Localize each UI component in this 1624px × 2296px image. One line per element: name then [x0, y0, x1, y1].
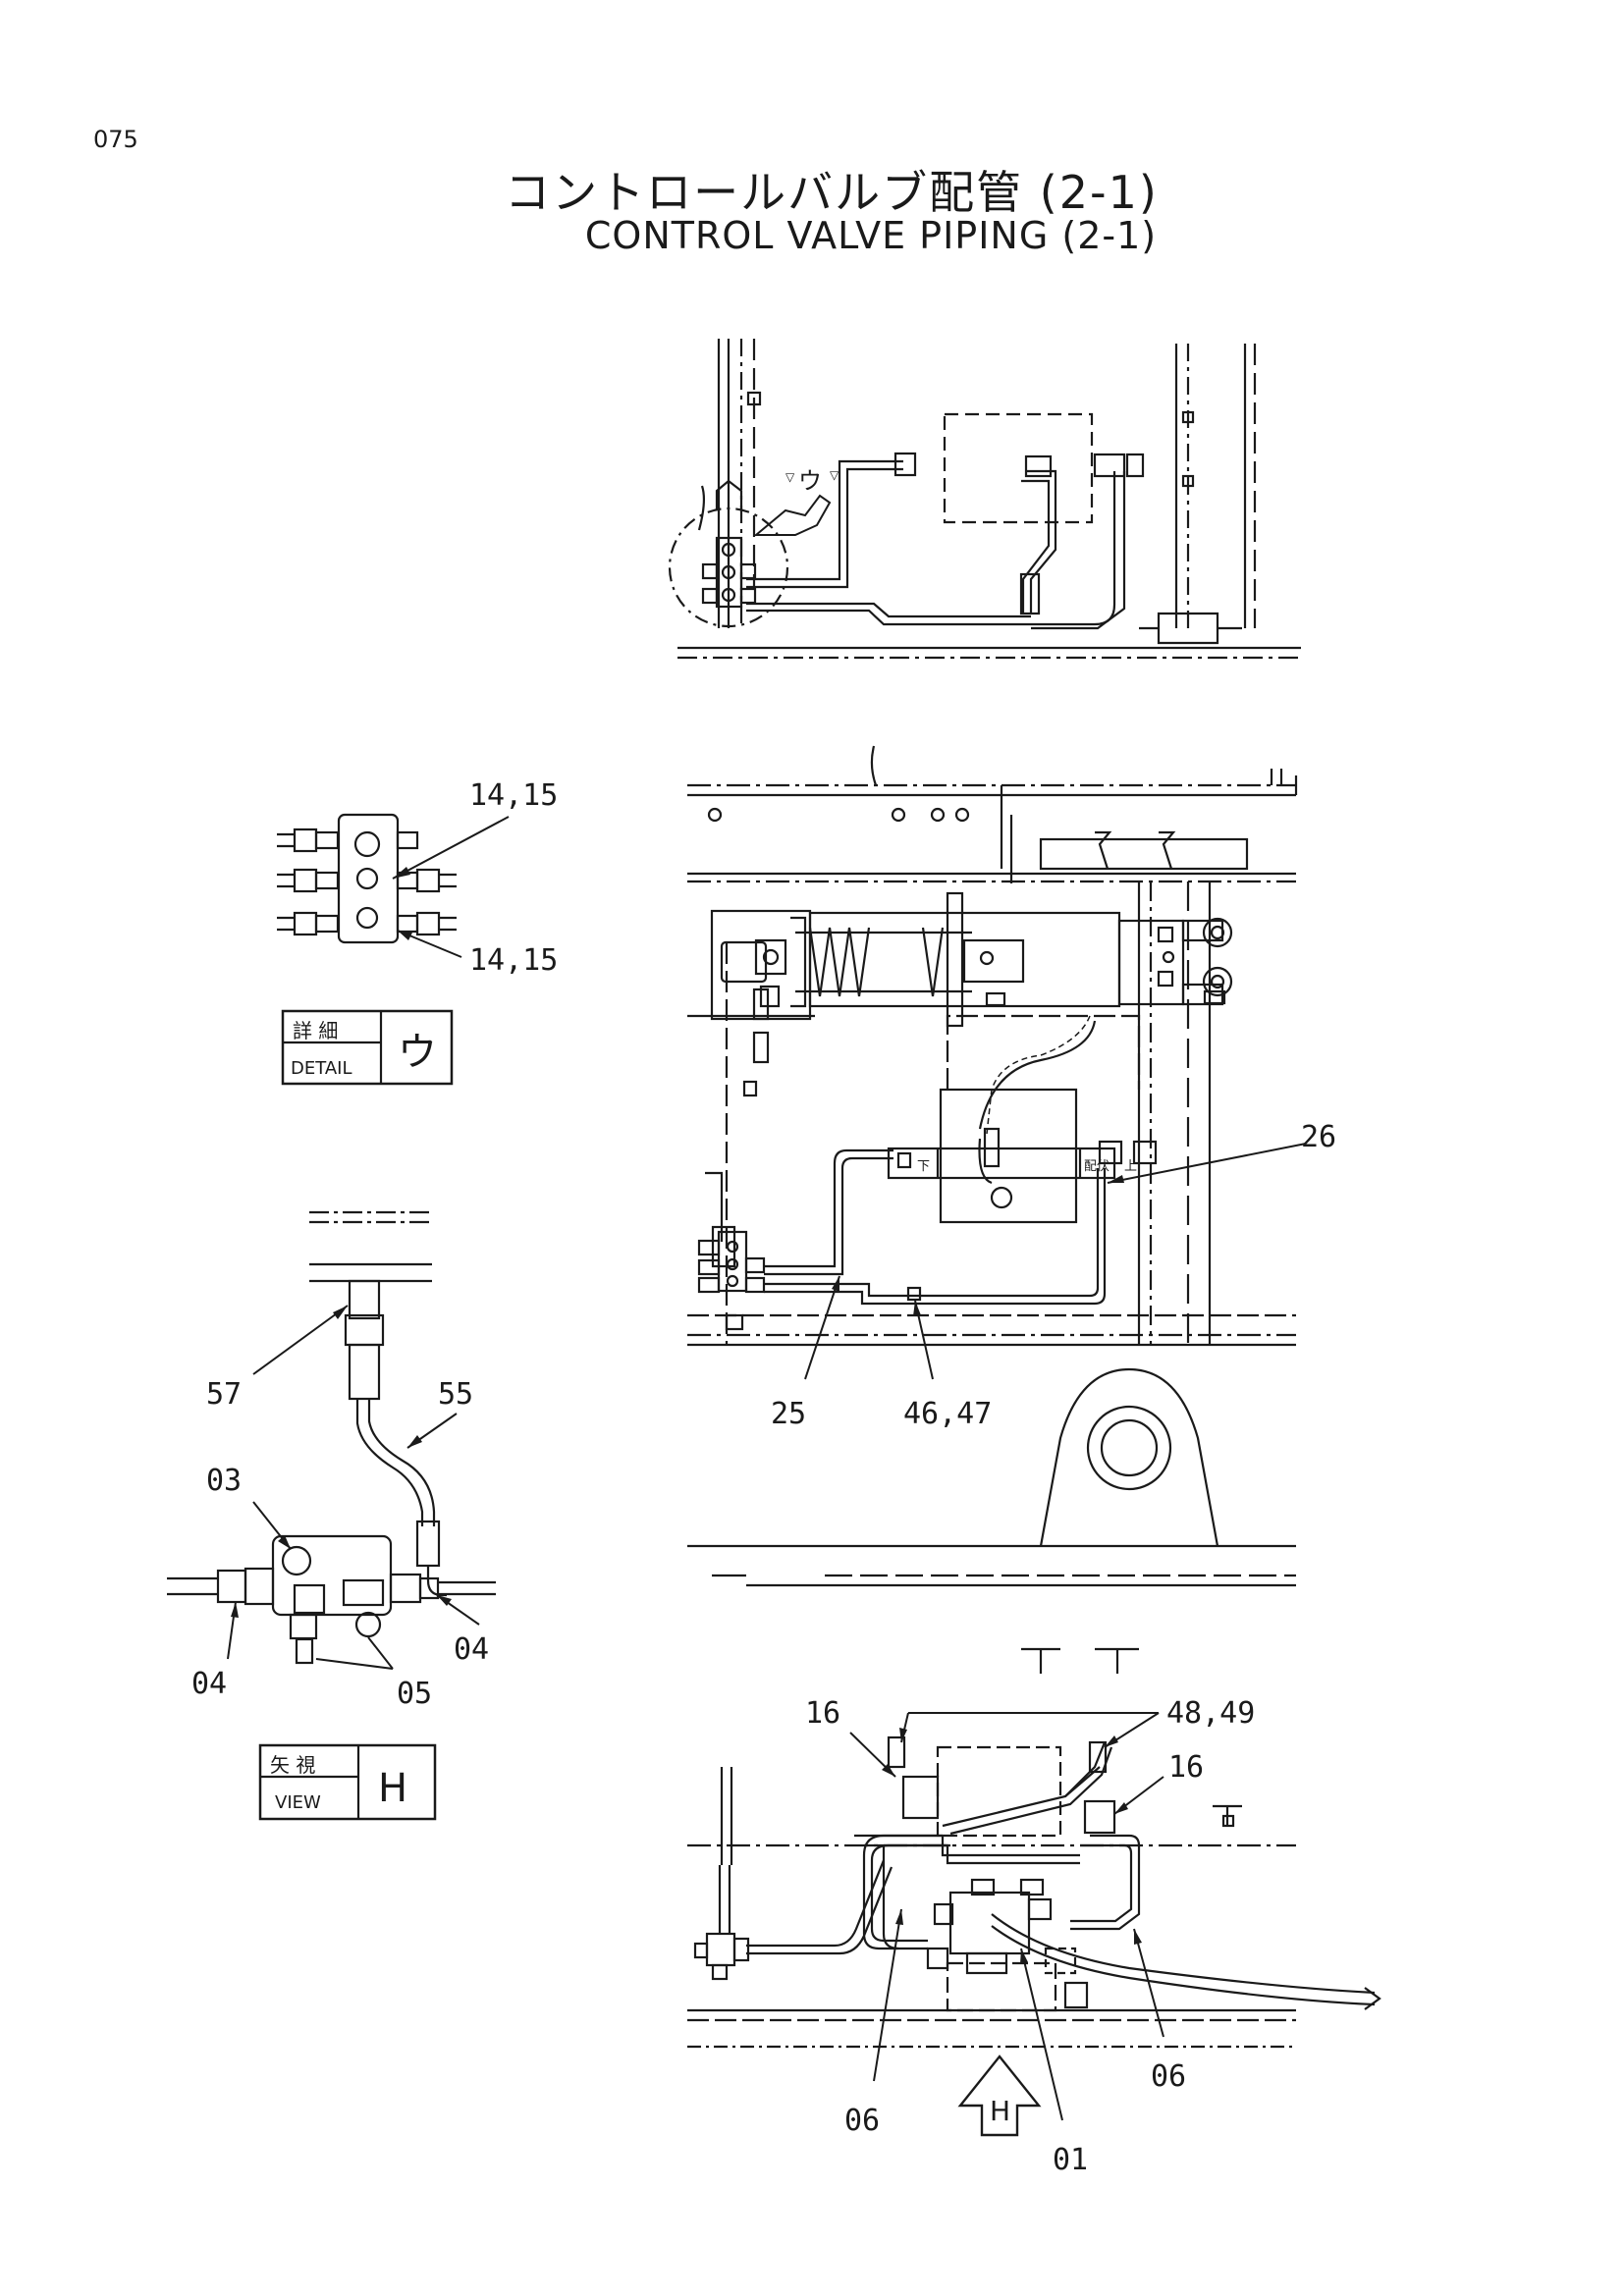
view-h-assembly: 57 55 03 04 04 05: [167, 1210, 496, 1711]
bottom-valve-block: [887, 1735, 1116, 2012]
title-english: CONTROL VALVE PIPING (2-1): [584, 214, 1158, 257]
callout-25: 25: [771, 1397, 806, 1431]
svg-text:VIEW: VIEW: [275, 1792, 321, 1813]
title-japanese: コントロールバルブ配管 (2-1): [505, 166, 1159, 219]
callout-01: 01: [1053, 2143, 1088, 2177]
detail-u-assembly: 14,15 14,15: [277, 778, 558, 978]
detail-circle-area: [668, 479, 789, 628]
bottom-leaders: [849, 1712, 1164, 2121]
callout-26: 26: [1301, 1120, 1336, 1154]
callout-06-right: 06: [1151, 2059, 1186, 2094]
top-plan-view: ▽ ▽ ウ: [668, 339, 1301, 660]
frame-lines: [677, 339, 1301, 660]
detail-label-box: 詳 細 DETAIL ウ: [281, 1009, 454, 1086]
callout-04-left: 04: [191, 1667, 227, 1701]
callout-14-15-lower: 14,15: [469, 943, 558, 978]
svg-text:ウ: ウ: [398, 1030, 437, 1075]
svg-text:配伏: 配伏: [1084, 1159, 1110, 1174]
svg-text:下: 下: [917, 1159, 930, 1174]
pipe-lines: [746, 452, 1242, 645]
detail-right-fittings: [396, 830, 457, 936]
view-arrow-h: [957, 2055, 1042, 2137]
bottom-pipes: [693, 1741, 1381, 2010]
view-mark-u: ウ: [798, 467, 822, 495]
view-label-box: 矢 視 VIEW H: [258, 1743, 437, 1821]
detail-left-fittings: [277, 828, 340, 936]
callout-14-15-upper: 14,15: [469, 778, 558, 813]
middle-leaders: [804, 1143, 1307, 1380]
middle-left-details: [711, 988, 770, 1331]
view-arrow-h-letter: H: [990, 2095, 1010, 2127]
svg-text:矢 視: 矢 視: [270, 1753, 315, 1777]
svg-text:DETAIL: DETAIL: [291, 1058, 352, 1079]
svg-text:▽: ▽: [785, 470, 795, 484]
view-arrow-u: [753, 494, 832, 536]
callout-46-47: 46,47: [903, 1397, 992, 1431]
callout-04-right: 04: [454, 1632, 489, 1667]
svg-text:H: H: [378, 1766, 407, 1811]
callout-55: 55: [438, 1377, 473, 1412]
middle-elevation-view: 下 配伏 上 26 25 46,47: [687, 745, 1336, 1431]
callout-57: 57: [206, 1377, 242, 1412]
svg-text:上: 上: [1124, 1159, 1137, 1174]
middle-frame: [687, 745, 1298, 1347]
callout-06-left: 06: [844, 2104, 880, 2138]
svg-text:▽: ▽: [830, 468, 839, 482]
valve-plate: 下 配伏 上: [887, 1014, 1158, 1224]
callout-48-49: 48,49: [1166, 1696, 1255, 1731]
page-number: 075: [93, 126, 138, 153]
callout-16-right: 16: [1168, 1750, 1204, 1785]
callout-05: 05: [397, 1677, 432, 1711]
callout-03: 03: [206, 1464, 242, 1498]
callout-16-left: 16: [805, 1696, 840, 1731]
bottom-plan-view: H 16 48,49 16 06 06 01: [687, 1647, 1381, 2177]
cylinder-assembly: [710, 891, 1233, 1028]
pedestal-bearing: [687, 1367, 1296, 1587]
control-valve-outline: [943, 412, 1094, 524]
middle-pipes: [697, 1148, 1107, 1306]
svg-text:詳 細: 詳 細: [293, 1019, 338, 1042]
